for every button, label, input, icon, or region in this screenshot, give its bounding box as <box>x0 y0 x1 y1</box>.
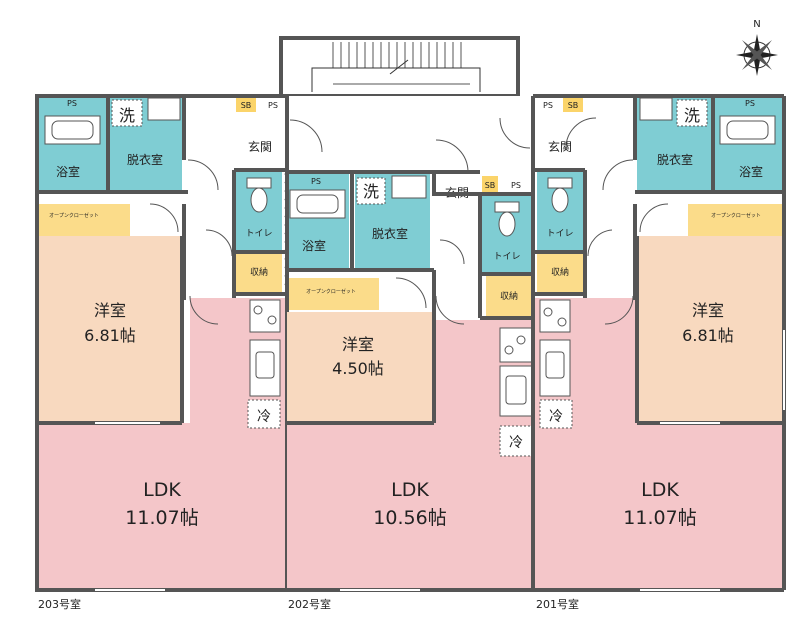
bedroom-name: 洋室 <box>342 335 374 354</box>
toilet-label: トイレ <box>546 229 573 239</box>
fridge-label: 冷 <box>509 435 523 451</box>
bath-label: 浴室 <box>739 164 763 179</box>
closet <box>289 278 379 310</box>
ldk-room <box>535 423 784 590</box>
unit-label: 201号室 <box>536 597 579 611</box>
bath-label: 浴室 <box>302 238 326 253</box>
bedroom-size: 6.81帖 <box>84 326 136 345</box>
unit-203: PS SB PS 洗 浴室 脱衣室 玄関 トイレ 収納 オープンクローゼット 洋… <box>35 94 323 611</box>
ps-label-entry: PS <box>511 181 521 190</box>
washer-spot <box>356 177 386 205</box>
storage-label: 収納 <box>250 266 268 278</box>
bath-room <box>289 174 349 268</box>
ps-label-bath: PS <box>67 99 77 108</box>
bedroom-name: 洋室 <box>692 301 724 320</box>
ldk-name: LDK <box>391 479 429 501</box>
ldk-name: LDK <box>641 479 679 501</box>
washer-spot <box>111 99 143 127</box>
entrance-label: 玄関 <box>548 139 572 154</box>
bedroom-room <box>637 236 784 423</box>
ps-label-bath: PS <box>311 177 321 186</box>
toilet-label: トイレ <box>245 229 272 239</box>
storage <box>236 252 282 292</box>
fridge-label: 冷 <box>257 409 271 425</box>
ps-label-entry: PS <box>543 101 553 110</box>
closet <box>688 204 784 236</box>
storage-label: 収納 <box>551 266 569 278</box>
ldk-name: LDK <box>143 479 181 501</box>
washer-label: 洗 <box>363 182 379 201</box>
fridge-spot <box>247 399 281 429</box>
entrance-label: 玄関 <box>248 139 272 154</box>
toilet-label: トイレ <box>493 252 520 262</box>
bedroom-name: 洋室 <box>94 301 126 320</box>
dressing-label: 脱衣室 <box>372 226 408 241</box>
ps-label-entry: PS <box>268 101 278 110</box>
washer-label: 洗 <box>119 106 135 125</box>
sb-box <box>482 176 498 196</box>
compass-icon: N <box>736 19 778 76</box>
sb-label: SB <box>485 181 496 190</box>
bedroom-room <box>37 236 182 423</box>
storage-label: 収納 <box>500 290 518 302</box>
staircase: DN UP <box>279 36 520 107</box>
fridge-spot <box>499 425 533 457</box>
washer-label: 洗 <box>684 106 700 125</box>
bedroom-room <box>287 312 434 423</box>
ldk-room <box>287 423 533 590</box>
sb-label: SB <box>568 101 579 110</box>
bath-label: 浴室 <box>56 164 80 179</box>
ps-label-bath: PS <box>745 99 755 108</box>
closet <box>37 204 130 236</box>
washer-spot <box>676 99 708 127</box>
fridge-label: 冷 <box>549 409 563 425</box>
unit-label: 203号室 <box>38 597 81 611</box>
storage <box>486 276 532 316</box>
sb-box <box>236 96 256 112</box>
unit-202: PS SB PS 洗 浴室 脱衣室 玄関 トイレ 収納 オープンクローゼット 洋… <box>287 96 535 611</box>
storage <box>537 252 583 292</box>
ldk-size: 11.07帖 <box>125 507 198 529</box>
sb-label: SB <box>241 101 252 110</box>
ldk-size: 11.07帖 <box>623 507 696 529</box>
unit-label: 202号室 <box>288 597 331 611</box>
ldk-room <box>37 423 287 590</box>
dressing-label: 脱衣室 <box>127 152 163 167</box>
bedroom-size: 6.81帖 <box>682 326 734 345</box>
closet-label: オープンクローゼット <box>306 288 356 295</box>
ldk-size: 10.56帖 <box>373 507 446 529</box>
north-label: N <box>753 19 760 30</box>
closet-label: オープンクローゼット <box>49 212 99 219</box>
unit-201: PS SB PS 洗 浴室 脱衣室 玄関 トイレ 収納 オープンクローゼット 洋… <box>533 94 786 611</box>
fridge-spot <box>539 399 573 429</box>
dressing-label: 脱衣室 <box>657 152 693 167</box>
sb-box <box>563 96 583 112</box>
bedroom-size: 4.50帖 <box>332 359 384 378</box>
closet-label: オープンクローゼット <box>711 212 761 219</box>
